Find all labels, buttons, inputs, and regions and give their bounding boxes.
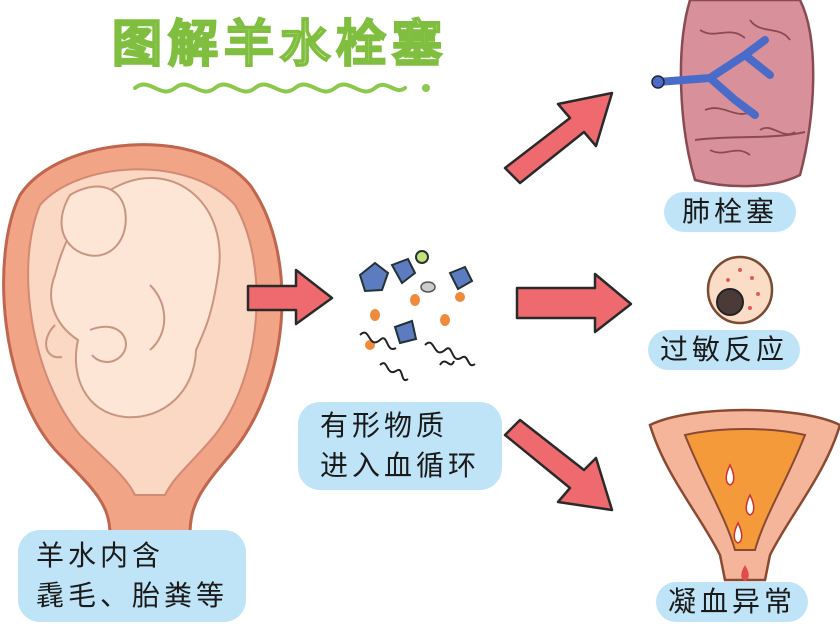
label-line: 毳毛、胎粪等 <box>36 579 229 612</box>
arrow-to-particles <box>246 268 334 326</box>
label-amniotic-contents: 羊水内含 毳毛、胎粪等 <box>18 530 247 622</box>
label-line: 进入血循环 <box>320 449 481 482</box>
arrow-to-coagulation <box>503 418 614 512</box>
particle-cluster-icon <box>358 250 476 382</box>
cell-icon <box>706 255 774 325</box>
label-coagulation-abnormality: 凝血异常 <box>656 582 809 622</box>
label-pulmonary-embolism: 肺栓塞 <box>664 192 797 232</box>
arrow-to-lung <box>503 91 614 185</box>
label-line: 羊水内含 <box>36 539 165 572</box>
label-allergic-reaction: 过敏反应 <box>648 330 801 370</box>
label-line: 有形物质 <box>320 409 449 442</box>
label-particles-enter-circulation: 有形物质 进入血循环 <box>298 402 503 490</box>
uterus-fetus-illustration <box>2 143 284 537</box>
lung-vessel-icon <box>651 0 815 188</box>
uterus-bleeding-icon <box>648 408 840 582</box>
arrow-to-allergy <box>515 272 633 334</box>
page-title: 图解羊水栓塞 <box>111 14 448 74</box>
title-underline-decoration <box>133 82 430 94</box>
